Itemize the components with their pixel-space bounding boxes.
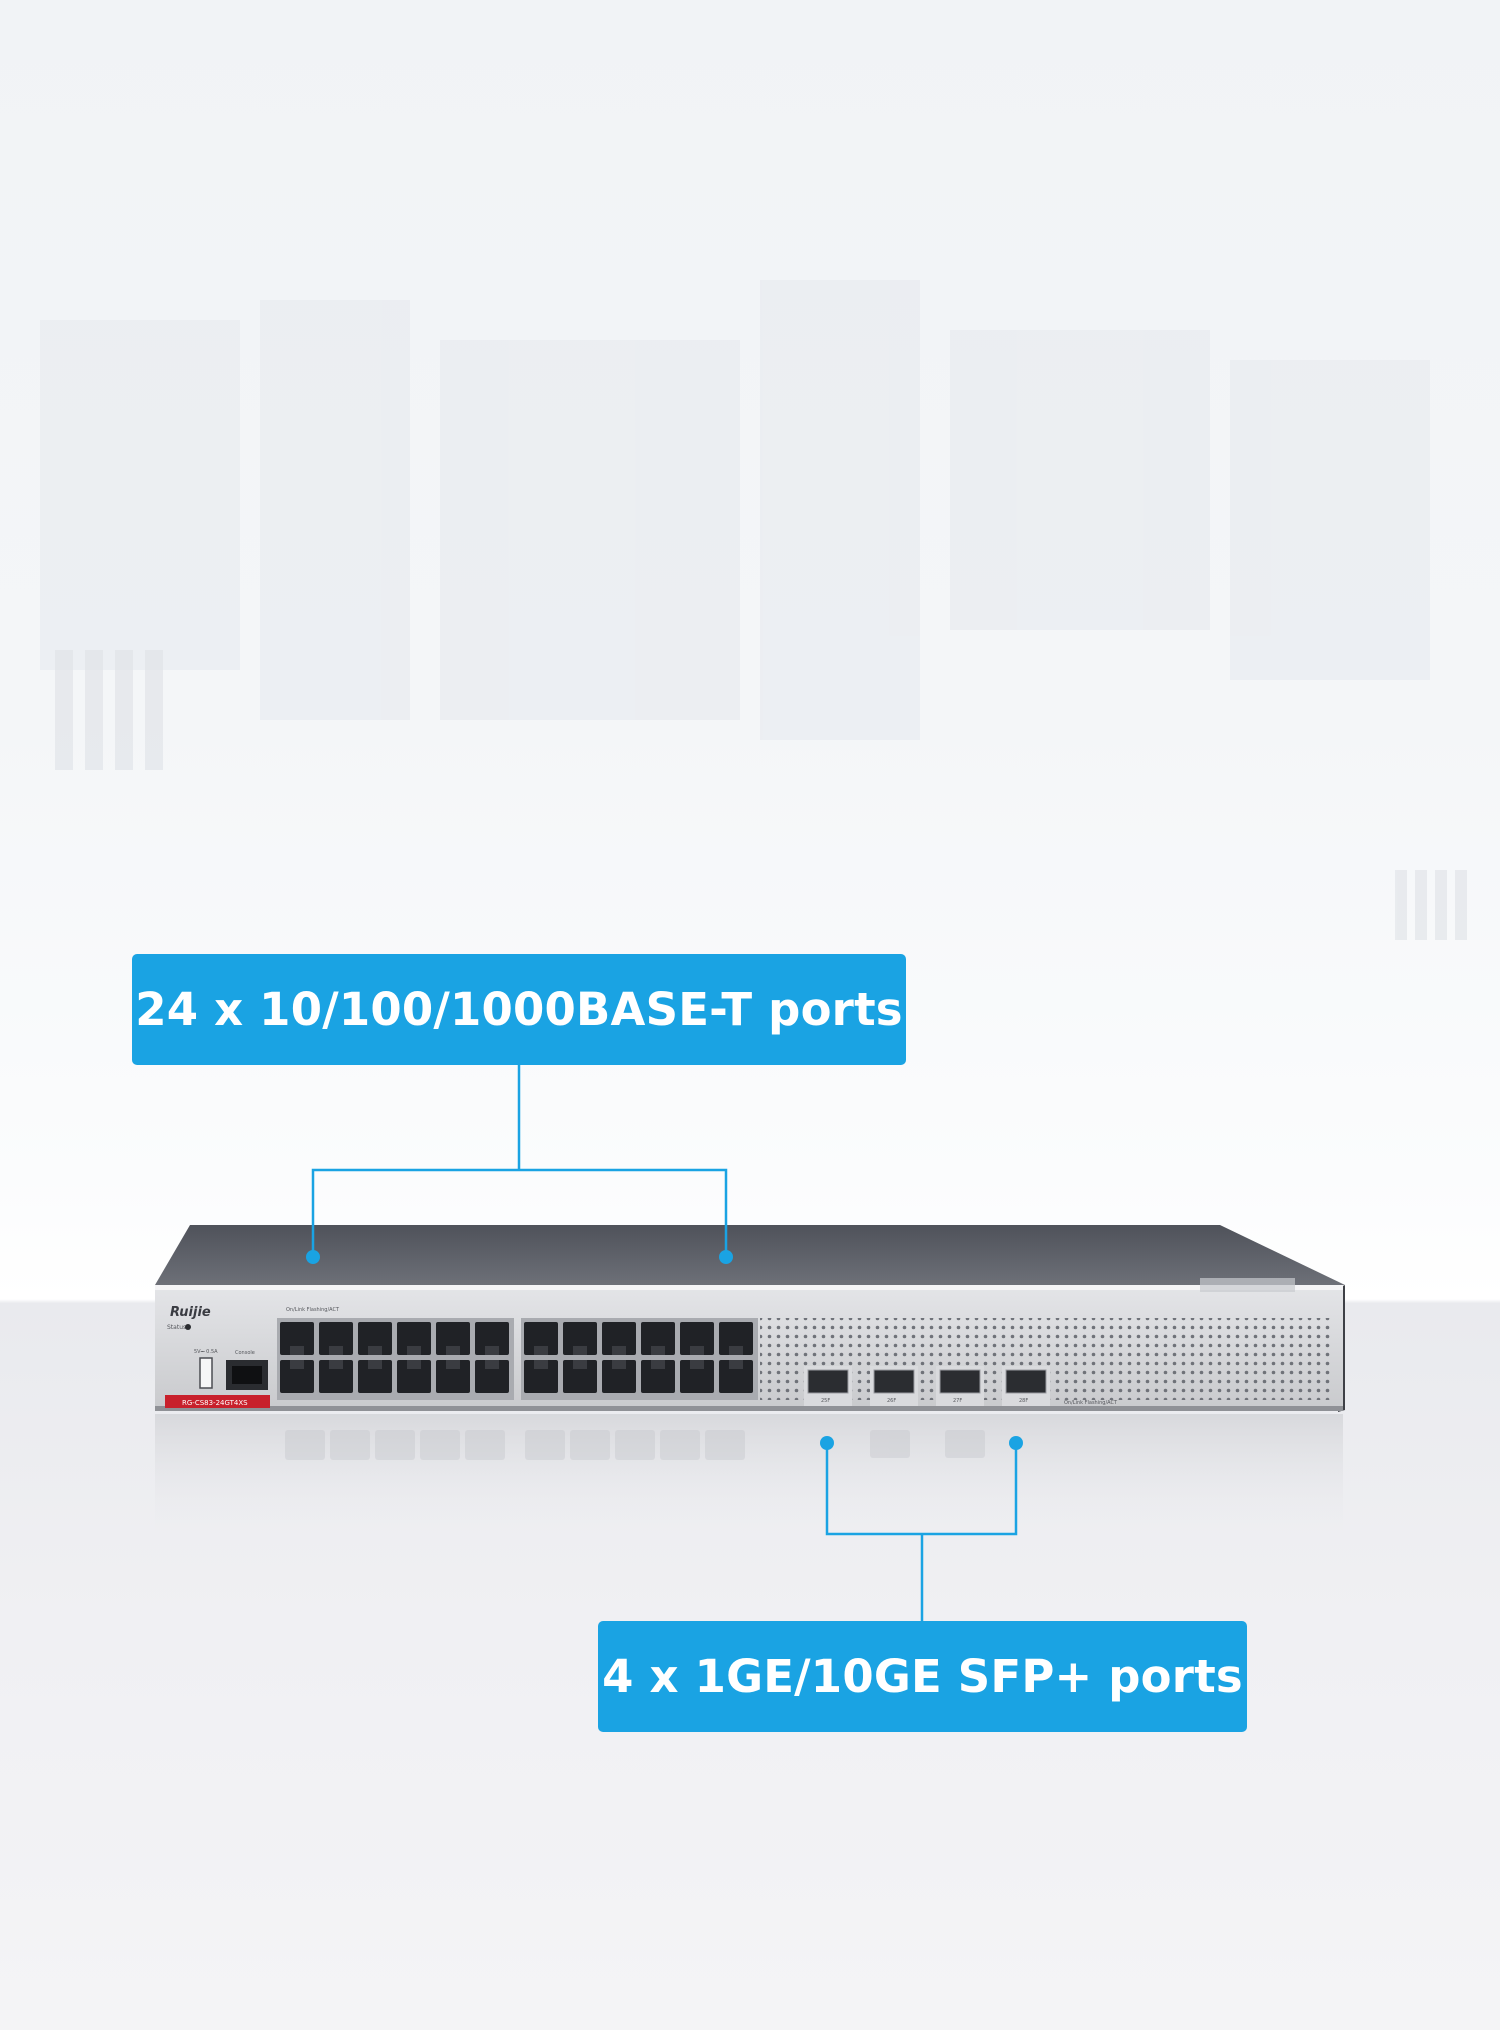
switch-reflection	[155, 1414, 1343, 1534]
rj45-port-latch	[329, 1346, 343, 1355]
rj45-port[interactable]	[524, 1360, 558, 1393]
console-label: Console	[235, 1350, 255, 1356]
rj45-port[interactable]	[436, 1360, 470, 1393]
rj45-port-latch	[368, 1346, 382, 1355]
rj45-port[interactable]	[358, 1322, 392, 1355]
rj45-port[interactable]	[475, 1322, 509, 1355]
rj45-port[interactable]	[563, 1360, 597, 1393]
rj45-port-latch	[729, 1346, 743, 1355]
rj45-ports-callout-label: 24 x 10/100/1000BASE-T ports	[135, 983, 903, 1036]
rj45-bank-frame	[521, 1318, 758, 1400]
rj45-port[interactable]	[680, 1322, 714, 1355]
brand-logo: Ruijie	[170, 1305, 211, 1320]
rj45-port[interactable]	[719, 1360, 753, 1393]
rj45-port-latch	[329, 1360, 343, 1369]
model-strip	[165, 1395, 270, 1408]
rj45-ports-callout: 24 x 10/100/1000BASE-T ports	[132, 954, 906, 1065]
rj45-port-latch	[446, 1346, 460, 1355]
background-decoration	[40, 280, 1467, 940]
top-label-plate	[1200, 1278, 1295, 1292]
rj45-port[interactable]	[397, 1322, 431, 1355]
sfp-ports-callout-label: 4 x 1GE/10GE SFP+ ports	[602, 1650, 1243, 1703]
rj45-port-latch	[485, 1346, 499, 1355]
rj45-port-latch	[368, 1360, 382, 1369]
rj45-port[interactable]	[475, 1360, 509, 1393]
sfp-ports-callout: 4 x 1GE/10GE SFP+ ports	[598, 1621, 1247, 1732]
sfp-port-label: 28F	[1019, 1398, 1028, 1404]
rj45-port-latch	[485, 1360, 499, 1369]
rj45-port-latch	[446, 1360, 460, 1369]
sfp-port[interactable]	[807, 1369, 849, 1394]
rj45-port[interactable]	[280, 1360, 314, 1393]
rj45-port-latch	[612, 1346, 626, 1355]
rj45-port-latch	[690, 1360, 704, 1369]
rj45-port-bank	[277, 1318, 758, 1400]
status-label: Status	[167, 1324, 186, 1331]
usb-label: 5V⎓ 0.5A	[194, 1349, 218, 1355]
rj45-port-latch	[573, 1346, 587, 1355]
status-led-icon	[185, 1324, 191, 1330]
rj45-port[interactable]	[319, 1322, 353, 1355]
rj45-port-latch	[290, 1360, 304, 1369]
rj45-port-latch	[407, 1360, 421, 1369]
rj45-port[interactable]	[602, 1360, 636, 1393]
sfp-port-label: 26F	[887, 1398, 896, 1404]
sfp-port-label: 27F	[953, 1398, 962, 1404]
rj45-port-latch	[612, 1360, 626, 1369]
rj45-port[interactable]	[319, 1360, 353, 1393]
rj45-port-latch	[690, 1346, 704, 1355]
sfp-port-label: 25F	[821, 1398, 830, 1404]
sfp-port[interactable]	[1005, 1369, 1047, 1394]
sfp-port-bank: 25F 26F 27F 28F	[804, 1366, 1050, 1406]
sfp-led-legend-label: On/Link Flashing/ACT	[1064, 1400, 1118, 1406]
usb-port-icon	[199, 1357, 213, 1389]
rj45-port-latch	[534, 1360, 548, 1369]
rj45-port-latch	[651, 1346, 665, 1355]
rj45-port[interactable]	[524, 1322, 558, 1355]
rj45-port-latch	[573, 1360, 587, 1369]
rj45-port[interactable]	[719, 1322, 753, 1355]
rj45-port[interactable]	[641, 1322, 675, 1355]
sfp-port[interactable]	[939, 1369, 981, 1394]
rj45-port[interactable]	[563, 1322, 597, 1355]
rj45-bank-frame	[277, 1318, 514, 1400]
rj45-port[interactable]	[358, 1360, 392, 1393]
rj45-port[interactable]	[397, 1360, 431, 1393]
rj45-port-latch	[290, 1346, 304, 1355]
chassis-top	[155, 1225, 1345, 1285]
model-label: RG-CS83-24GT4XS	[182, 1399, 248, 1407]
rj45-port-latch	[651, 1360, 665, 1369]
rj45-port[interactable]	[436, 1322, 470, 1355]
rj45-port-latch	[729, 1360, 743, 1369]
rj45-port-latch	[407, 1346, 421, 1355]
rj45-port-latch	[534, 1346, 548, 1355]
rj45-port[interactable]	[280, 1322, 314, 1355]
rj45-port[interactable]	[602, 1322, 636, 1355]
rj45-port[interactable]	[641, 1360, 675, 1393]
sfp-port[interactable]	[873, 1369, 915, 1394]
rj45-port[interactable]	[680, 1360, 714, 1393]
led-legend-label: On/Link Flashing/ACT	[286, 1307, 340, 1313]
